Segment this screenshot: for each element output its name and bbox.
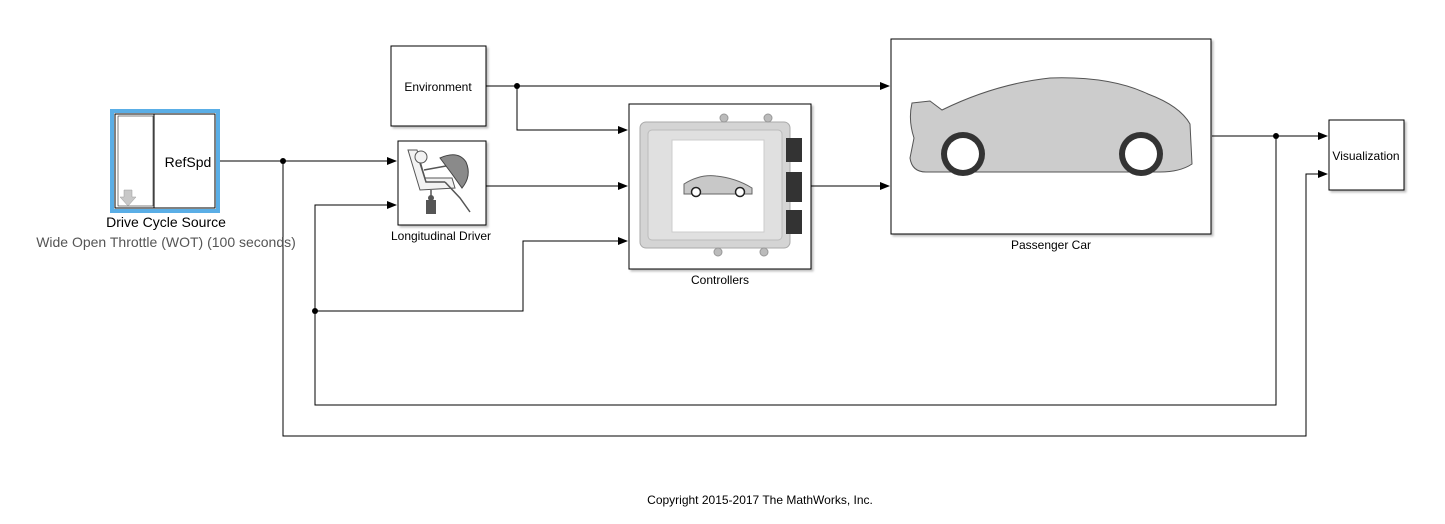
controllers-name: Controllers [691, 273, 749, 287]
drive-cycle-source-block[interactable]: RefSpd [110, 109, 220, 213]
passenger-car-name: Passenger Car [1011, 238, 1091, 252]
longitudinal-driver-block[interactable] [397, 140, 487, 226]
copyright-text: Copyright 2015-2017 The MathWorks, Inc. [647, 493, 873, 507]
controllers-block[interactable] [628, 103, 812, 270]
selection-highlight [110, 109, 220, 213]
down-arrow-icon [119, 189, 137, 207]
visualization-block[interactable]: Visualization [1328, 119, 1405, 191]
ecu-icon [639, 113, 802, 257]
signal-lines [216, 82, 1328, 437]
environment-block[interactable]: Environment [390, 45, 487, 127]
drive-cycle-source-name: Drive Cycle Source [106, 214, 226, 230]
wire-refspd-to-visualization[interactable] [282, 161, 1328, 437]
drive-cycle-source-subtitle: Wide Open Throttle (WOT) (100 seconds) [36, 234, 296, 250]
environment-label: Environment [404, 80, 472, 94]
branch-point [1273, 133, 1279, 139]
driver-seat-icon [407, 149, 471, 214]
car-silhouette-icon [909, 77, 1193, 176]
wire-environment-to-controllers[interactable] [516, 86, 628, 134]
wire-car-feedback[interactable] [314, 136, 1277, 406]
longitudinal-driver-name: Longitudinal Driver [391, 229, 491, 243]
branch-point [514, 83, 520, 89]
wire-feedback-to-controllers[interactable] [315, 237, 628, 312]
branch-point [312, 308, 318, 314]
visualization-label: Visualization [1332, 149, 1399, 163]
branch-point [280, 158, 286, 164]
port-label-refspd: RefSpd [165, 154, 212, 170]
passenger-car-block[interactable] [890, 38, 1212, 235]
